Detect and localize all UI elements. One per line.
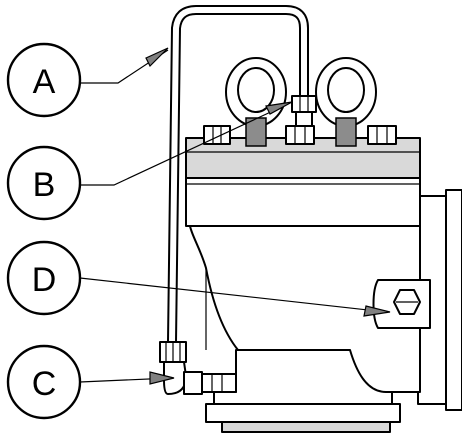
hex-bolt-d [393,289,421,315]
leader-b [80,101,293,186]
callout-c-circle [6,344,82,420]
callout-a-circle [6,42,82,118]
bottom-fitting [159,341,237,395]
callout-a-label: A [33,63,56,101]
callout-b: B [6,145,82,221]
callout-a: A [6,42,82,118]
tubing [167,5,309,347]
callout-c-label: C [32,365,57,403]
leader-c [79,371,175,385]
callout-b-circle [6,145,82,221]
callout-d-label: D [32,261,57,299]
callout-b-label: B [33,166,56,204]
callout-d: D [6,240,82,316]
lifting-eye-left [225,57,287,147]
top-fitting [291,95,317,127]
leader-d [79,277,391,317]
top-bolts [203,125,397,145]
callout-d-circle [6,240,82,316]
lifting-eye-right [315,57,377,147]
leader-a [80,47,169,84]
callout-c: C [6,344,82,420]
